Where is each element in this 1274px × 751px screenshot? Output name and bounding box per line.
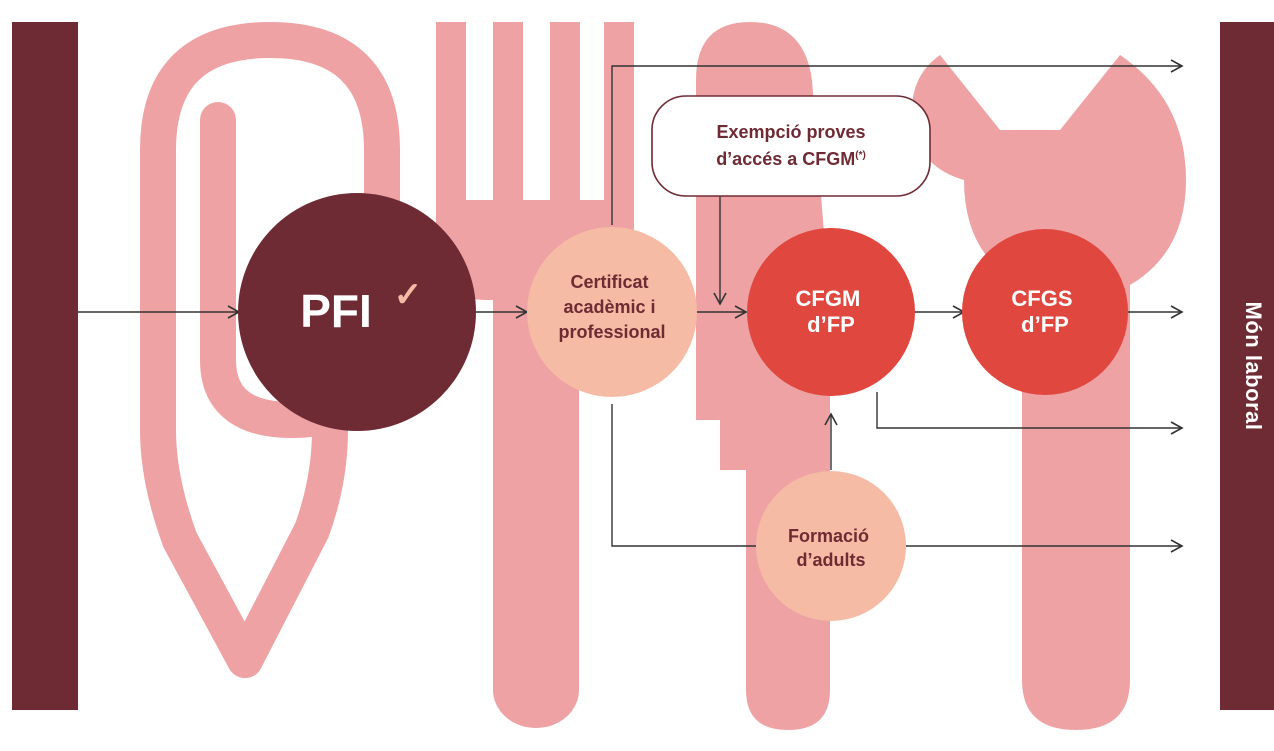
callout-line-1: Exempció proves xyxy=(716,122,866,142)
cfgs-line-1: CFGS xyxy=(1011,286,1072,311)
exemption-callout-box xyxy=(651,95,931,197)
pfi-label: PFI xyxy=(300,285,372,337)
certificat-line-1: Certificat xyxy=(570,272,648,292)
cfgm-label: CFGM d’FP xyxy=(796,286,867,337)
adults-line-2: d’adults xyxy=(796,550,865,570)
callout-footnote-mark: (*) xyxy=(855,150,866,161)
arrow-cfgm-to-exit xyxy=(876,392,1184,435)
left-bar xyxy=(12,22,78,710)
certificat-label: Certificat acadèmic i professional xyxy=(558,272,665,342)
adults-line-1: Formació xyxy=(788,526,869,546)
certificat-node xyxy=(527,227,697,397)
pfi-node xyxy=(238,193,476,431)
certificat-line-3: professional xyxy=(558,322,665,342)
cfgs-node xyxy=(962,229,1128,395)
cfgm-line-1: CFGM xyxy=(796,286,861,311)
paperclip-icon xyxy=(140,22,400,678)
fork-icon xyxy=(436,22,634,728)
callout-line-2: d’accés a CFGM(*) xyxy=(652,144,930,171)
cfgs-line-2: d’FP xyxy=(1021,312,1069,337)
arrow-certificat-to-adults xyxy=(611,404,772,553)
arrow-certificat-to-top-exit xyxy=(611,59,1184,225)
right-bar xyxy=(1220,22,1274,710)
exemption-callout-text: Exempció proves d’accés a CFGM(*) xyxy=(652,120,930,171)
callout-line-2-text: d’accés a CFGM xyxy=(716,149,856,169)
mon-laboral-label: Món laboral xyxy=(1241,301,1266,431)
adults-label: Formació d’adults xyxy=(788,526,874,570)
cfgs-label: CFGS d’FP xyxy=(1011,286,1078,337)
connectors xyxy=(78,59,1184,553)
check-icon: ✓ xyxy=(394,276,423,314)
cfgm-line-2: d’FP xyxy=(807,312,855,337)
certificat-line-2: acadèmic i xyxy=(563,297,655,317)
adults-node xyxy=(756,471,906,621)
cfgm-node xyxy=(747,228,915,396)
